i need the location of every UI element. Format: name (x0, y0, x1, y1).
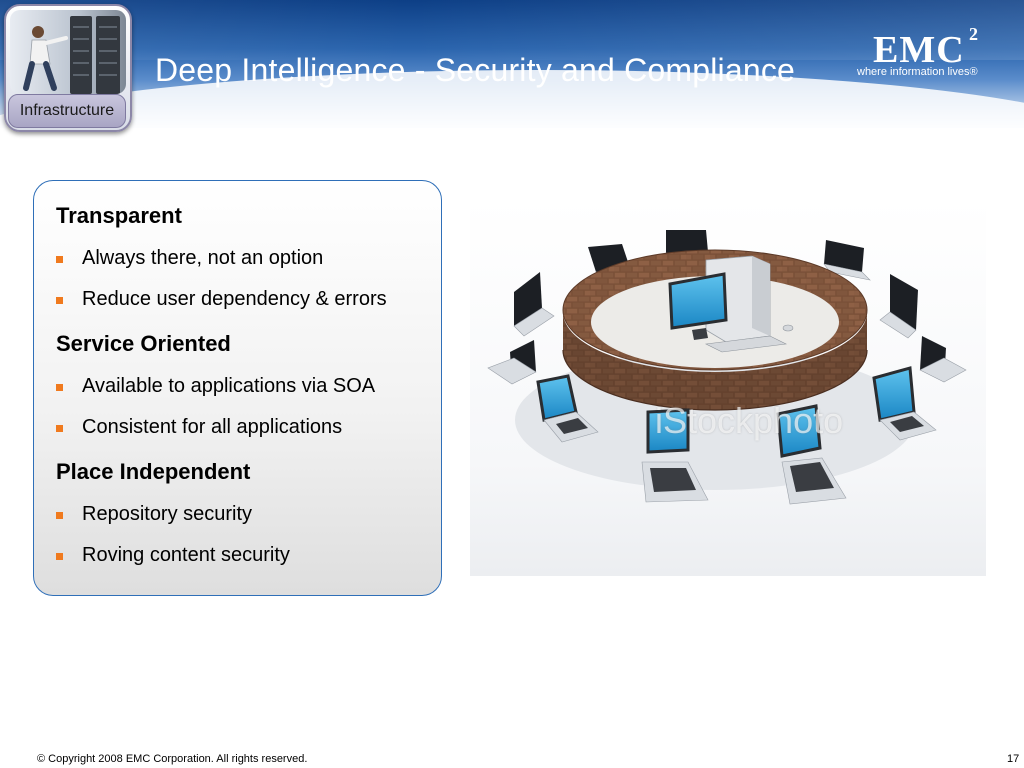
firewall-illustration: iStockphoto (470, 200, 986, 576)
person-figure (23, 26, 68, 91)
slide-title: Deep Intelligence - Security and Complia… (155, 52, 796, 88)
datacenter-photo (10, 10, 126, 94)
bullet-item: Available to applications via SOA (55, 375, 376, 397)
badge-label: Infrastructure (8, 94, 126, 128)
copyright-notice: © Copyright 2008 EMC Corporation. All ri… (37, 753, 308, 765)
laptop-left-mid (487, 340, 537, 385)
logo-superscript: 2 (969, 24, 978, 44)
header-banner (0, 0, 1024, 128)
infrastructure-badge: Infrastructure (4, 4, 132, 132)
laptop-back-right (823, 240, 871, 281)
section-heading-place-independent: Place Independent (56, 459, 251, 484)
bullet-item: Consistent for all applications (55, 416, 343, 438)
logo-tagline: where information lives® (857, 66, 978, 78)
bullet-item: Always there, not an option (55, 247, 324, 269)
laptop-left-upper (513, 272, 555, 337)
bullet-item: Reduce user dependency & errors (56, 288, 387, 310)
laptop-front-left (536, 374, 599, 443)
desktop-computer (668, 255, 794, 353)
laptop-front-right (872, 366, 937, 441)
wall-ring-graphic (487, 230, 967, 505)
logo-wordmark: EMC (873, 29, 965, 71)
laptop-right-mid (919, 336, 967, 383)
content-panel: Transparent Always there, not an option … (33, 180, 442, 596)
laptop-front-center-right (776, 404, 847, 505)
bullet-item: Repository security (55, 503, 253, 525)
emc-logo: EMC 2 where information lives® (857, 24, 997, 86)
laptop-front-center-left (641, 408, 709, 503)
stock-watermark: iStockphoto (655, 400, 844, 441)
bullet-item: Roving content security (56, 544, 290, 566)
section-heading-service-oriented: Service Oriented (56, 331, 231, 356)
banner-sheen (0, 0, 1024, 60)
section-heading-transparent: Transparent (56, 203, 182, 228)
page-number: 17 (1007, 753, 1020, 765)
laptop-right-upper (879, 274, 918, 339)
